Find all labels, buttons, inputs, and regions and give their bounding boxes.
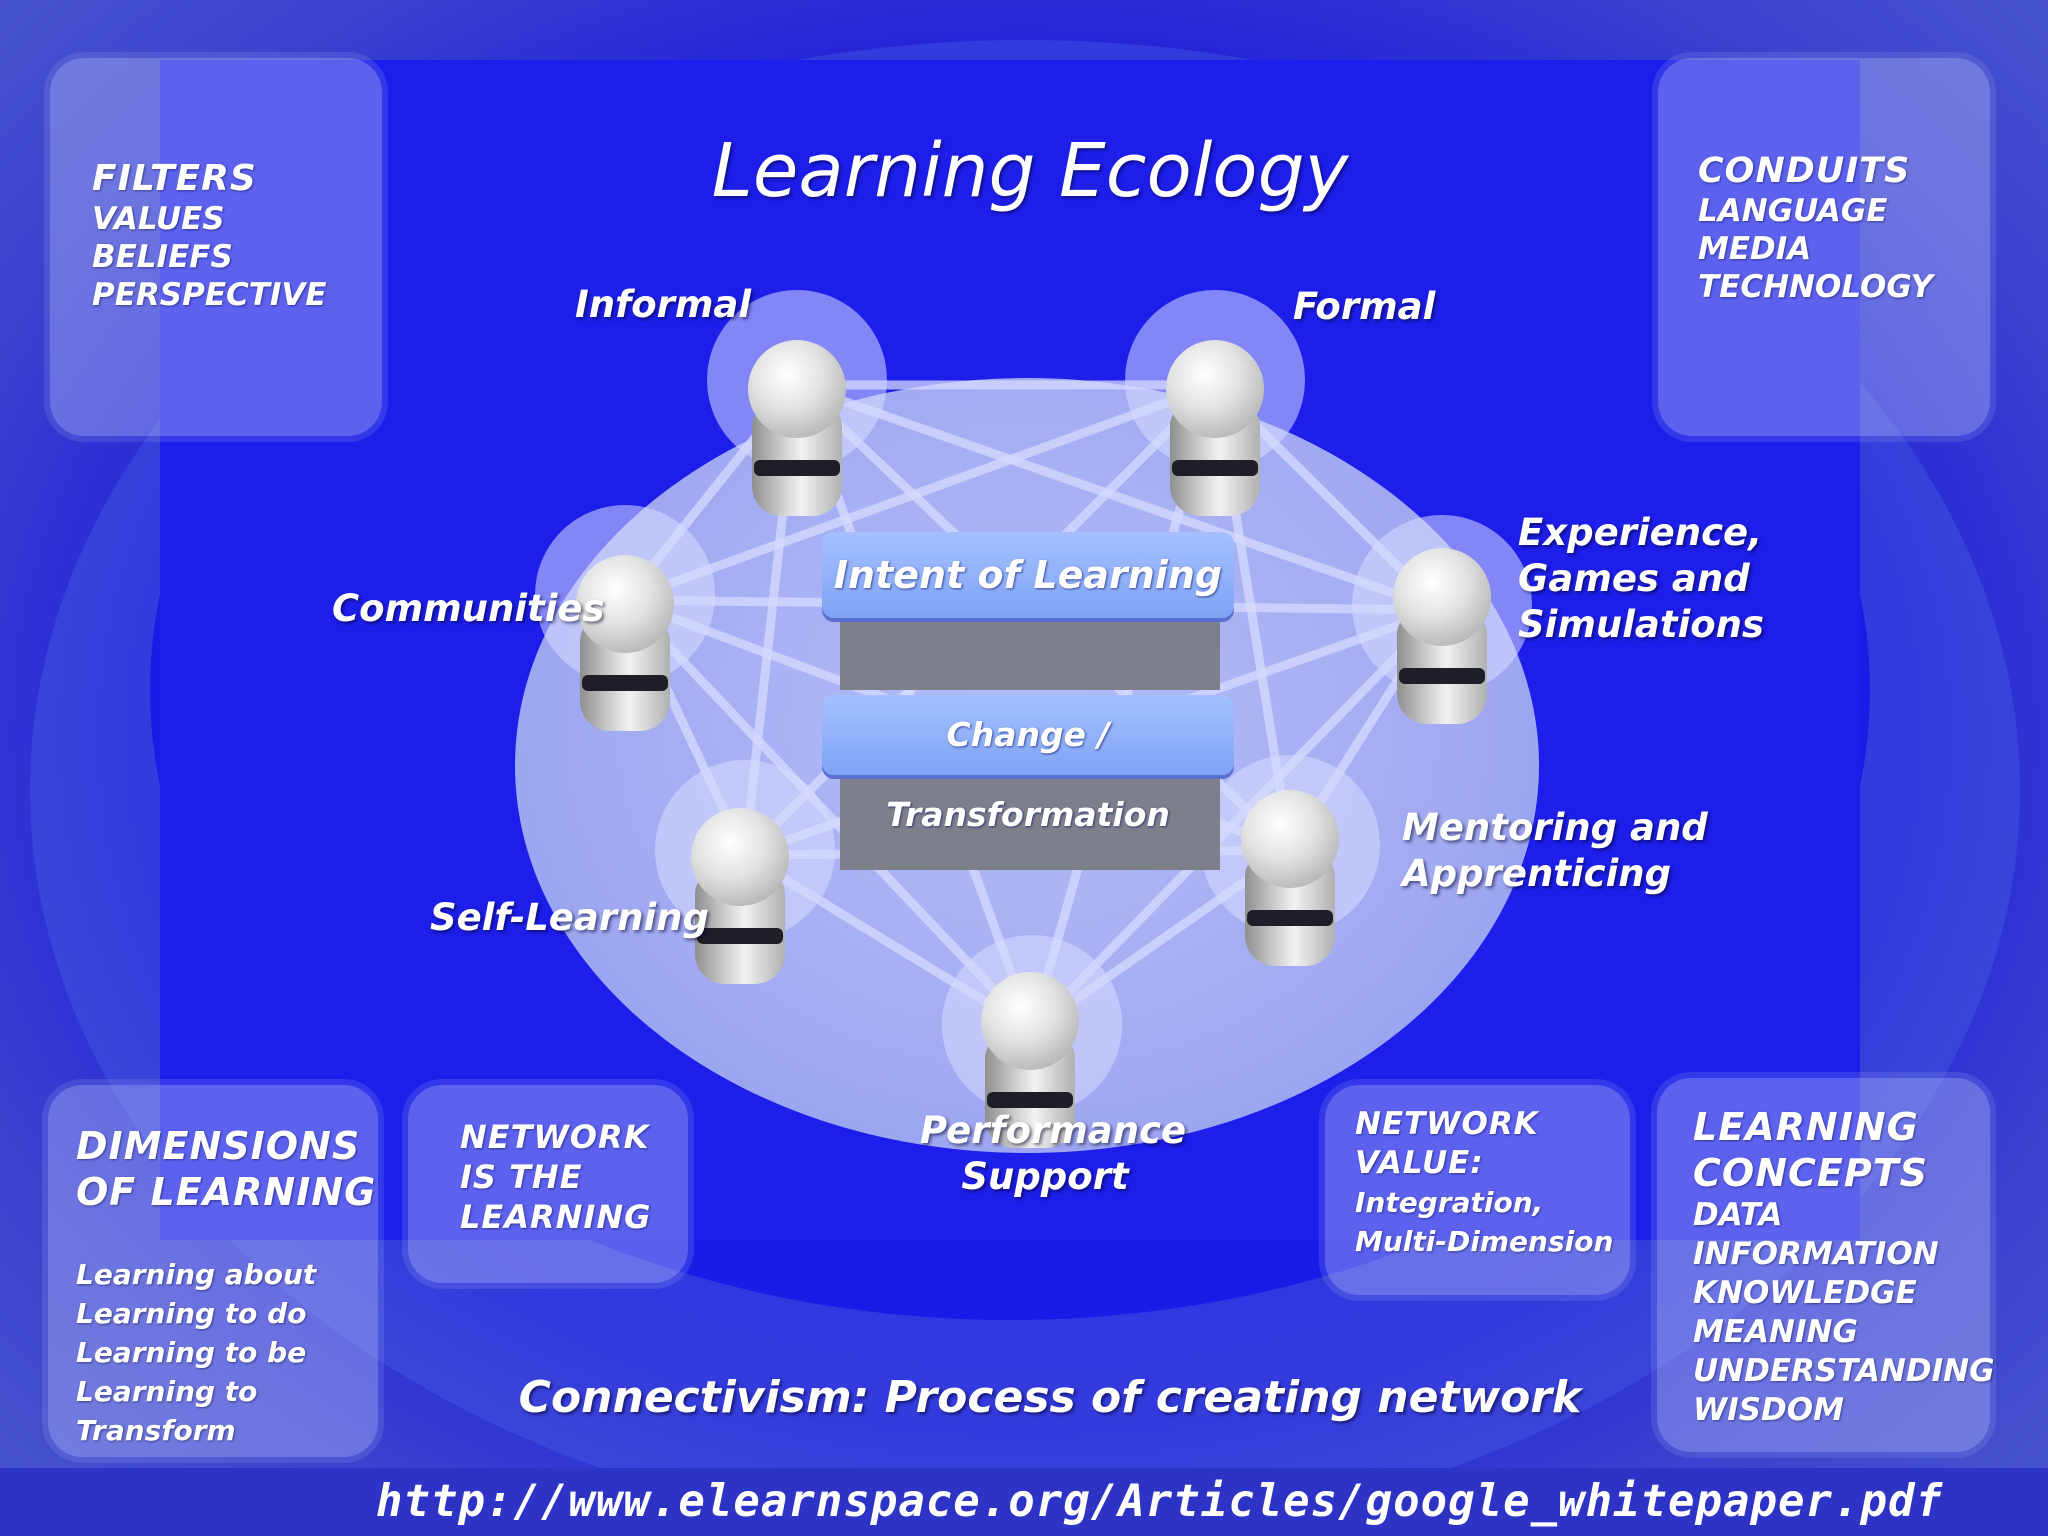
network-value-item: Integration, [1355,1186,1544,1219]
experience-label: Experience, Games and Simulations [1518,510,1764,648]
source-url-link[interactable]: http://www.elearnspace.org/Articles/goog… [376,1476,1943,1527]
concepts-item: MEANING [1693,1314,1858,1350]
filters-title: FILTERS [92,158,257,199]
network-value-item: Multi-Dimension [1355,1225,1614,1258]
self-learning-pawn-icon [685,808,795,998]
performance-label-line: Performance [920,1109,1187,1152]
experience-label-line: Experience, [1518,511,1763,554]
self-learning-label: Self-Learning [430,896,709,939]
stack-block-lower [840,770,1220,870]
concepts-title: CONCEPTS [1693,1151,1928,1195]
concepts-item: WISDOM [1693,1392,1844,1428]
experience-label-line: Simulations [1518,603,1765,646]
dimensions-item: Transform [76,1414,236,1447]
dimensions-title: DIMENSIONS [76,1124,361,1168]
diagram-title: Learning Ecology [711,128,1349,214]
network-value-title: NETWORK [1355,1106,1539,1142]
dimensions-panel: DIMENSIONS OF LEARNING Learning about Le… [48,1085,378,1457]
formal-pawn-icon [1160,340,1270,530]
informal-label: Informal [575,283,752,326]
network-learning-line: NETWORK [460,1118,650,1156]
performance-label: Performance Support [920,1108,1187,1200]
mentoring-label-line: Apprenticing [1402,852,1672,895]
communities-label: Communities [332,587,605,630]
conduits-item: MEDIA [1698,231,1812,267]
intent-of-learning-layer: Intent of Learning [822,532,1234,618]
filters-item: VALUES [92,201,225,237]
dimensions-item: Learning to be [76,1336,307,1369]
concepts-item: KNOWLEDGE [1693,1275,1917,1311]
performance-label-line: Support [961,1155,1129,1198]
footer-band [0,1468,2048,1536]
performance-pawn-icon [975,972,1085,1162]
learning-concepts-panel: LEARNING CONCEPTS DATA INFORMATION KNOWL… [1657,1078,1995,1452]
informal-pawn-icon [742,340,852,530]
concepts-item: UNDERSTANDING [1693,1353,1995,1389]
conduits-item: LANGUAGE [1698,193,1888,229]
filters-item: PERSPECTIVE [92,277,327,313]
connectivism-caption: Connectivism: Process of creating networ… [518,1372,1582,1423]
concepts-item: DATA [1693,1197,1783,1233]
conduits-panel: CONDUITS LANGUAGE MEDIA TECHNOLOGY [1658,58,1990,436]
dimensions-item: Learning about [76,1258,317,1291]
network-value-panel: NETWORK VALUE: Integration, Multi-Dimens… [1325,1085,1630,1295]
mentoring-label: Mentoring and Apprenticing [1402,805,1708,897]
conduits-item: TECHNOLOGY [1698,269,1933,305]
network-is-learning-panel: NETWORK IS THE LEARNING [408,1085,688,1283]
concepts-title: LEARNING [1693,1105,1919,1149]
concepts-item: INFORMATION [1693,1236,1939,1272]
experience-pawn-icon [1387,548,1497,738]
experience-label-line: Games and [1518,557,1750,600]
dimensions-item: Learning to [76,1375,258,1408]
network-learning-line: LEARNING [460,1198,652,1236]
communities-pawn-icon [570,555,680,745]
change-transformation-layer: Change / Transformation [822,695,1234,834]
formal-label: Formal [1293,285,1436,328]
conduits-title: CONDUITS [1698,151,1911,191]
mentoring-label-line: Mentoring and [1402,806,1708,849]
filters-panel: FILTERS VALUES BELIEFS PERSPECTIVE [50,58,382,436]
dimensions-item: Learning to do [76,1297,307,1330]
filters-item: BELIEFS [92,239,233,275]
network-learning-line: IS THE [460,1158,583,1196]
network-value-title: VALUE: [1355,1145,1484,1181]
dimensions-title: OF LEARNING [76,1170,377,1214]
mentoring-pawn-icon [1235,790,1345,980]
stack-block-upper [840,610,1220,690]
